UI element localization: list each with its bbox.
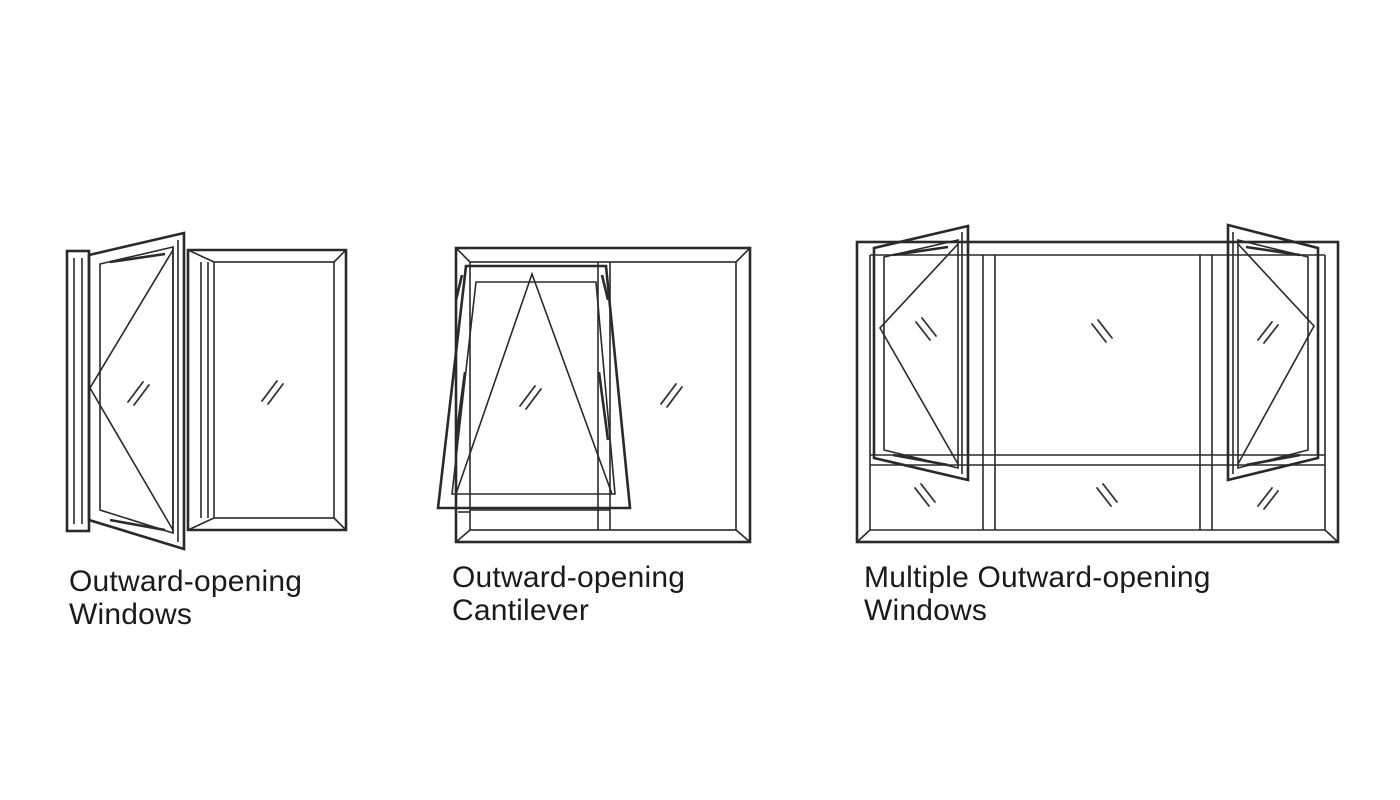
caption-line: Outward-opening <box>69 565 303 598</box>
hinge-indicator <box>879 243 959 465</box>
glass-mark <box>1091 319 1113 343</box>
hinge-indicator <box>89 249 174 531</box>
glass-mark <box>1257 321 1279 344</box>
glass-mark <box>915 317 937 341</box>
caption-line: Multiple Outward-opening <box>864 561 1211 594</box>
glass-mark <box>660 383 683 408</box>
hinge-indicator <box>455 271 613 495</box>
glass-mark <box>127 381 150 406</box>
caption-multiple-outward-opening-windows: Multiple Outward-opening Windows <box>864 561 1211 627</box>
projected-sash <box>436 264 632 510</box>
caption-outward-opening-windows: Outward-opening Windows <box>69 565 302 631</box>
opened-sash <box>87 231 186 551</box>
caption-line: Windows <box>864 594 988 627</box>
outer-frame <box>454 246 752 544</box>
left-jamb <box>65 249 91 533</box>
multiple-window-drawing <box>855 223 1340 544</box>
hinge-indicator <box>1237 243 1315 465</box>
glass-mark <box>519 385 542 410</box>
glass-mark <box>1096 483 1118 507</box>
glass-mark <box>261 380 284 405</box>
fixed-panel <box>186 248 348 532</box>
caption-line: Outward-opening <box>452 561 686 594</box>
left-opened-sash <box>872 224 970 482</box>
caption-line: Cantilever <box>452 594 590 627</box>
glass-mark <box>1257 487 1279 510</box>
caption-outward-opening-cantilever: Outward-opening Cantilever <box>452 561 685 627</box>
glass-mark <box>914 483 936 507</box>
cantilever-window-drawing <box>436 246 752 544</box>
outward-opening-window-drawing <box>65 231 348 551</box>
caption-line: Windows <box>69 598 193 631</box>
right-opened-sash <box>1226 223 1320 482</box>
